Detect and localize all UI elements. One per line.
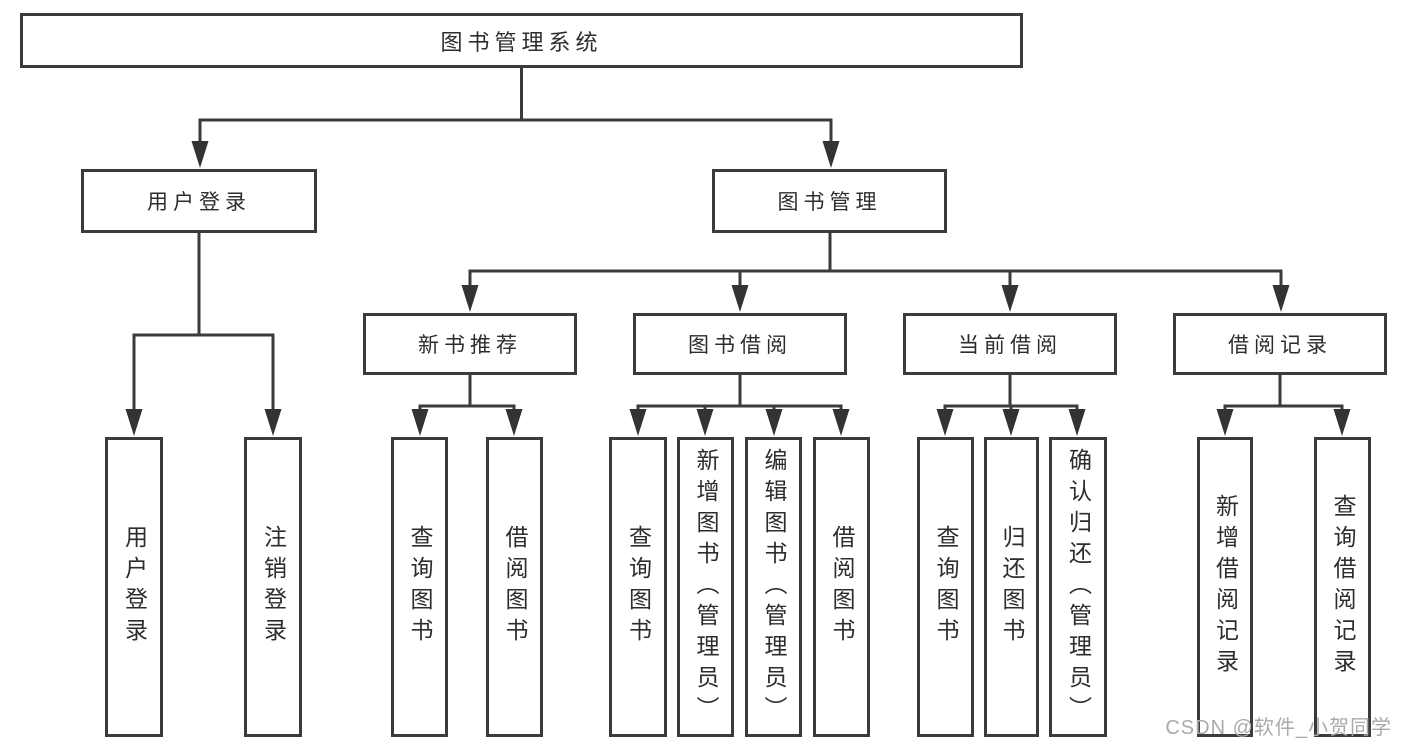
leaf-borrow-edit-books-admin: 编辑图书（管理员） bbox=[745, 437, 802, 737]
leaf-user-login: 用户登录 bbox=[105, 437, 163, 737]
leaf-newbook-query-books: 查询图书 bbox=[391, 437, 448, 737]
arrowhead-icon bbox=[1001, 285, 1019, 312]
arrowhead-icon bbox=[191, 141, 209, 168]
leaf-current-query-books: 查询图书 bbox=[917, 437, 974, 737]
node-book-borrow: 图书借阅 bbox=[633, 313, 847, 375]
arrowhead-icon bbox=[1002, 409, 1020, 436]
arrowhead-icon bbox=[629, 409, 647, 436]
node-new-book-recommend: 新书推荐 bbox=[363, 313, 577, 375]
node-borrow-record: 借阅记录 bbox=[1173, 313, 1387, 375]
arrowhead-icon bbox=[1272, 285, 1290, 312]
arrowheads bbox=[125, 141, 1351, 436]
leaf-record-query-borrow-record: 查询借阅记录 bbox=[1314, 437, 1371, 737]
arrowhead-icon bbox=[1216, 409, 1234, 436]
arrowhead-icon bbox=[505, 409, 523, 436]
leaf-logout: 注销登录 bbox=[244, 437, 302, 737]
leaf-current-return-books: 归还图书 bbox=[984, 437, 1039, 737]
leaf-borrow-query-books: 查询图书 bbox=[609, 437, 667, 737]
node-book-management: 图书管理 bbox=[712, 169, 947, 233]
arrowhead-icon bbox=[765, 409, 783, 436]
node-library-management-system: 图书管理系统 bbox=[20, 13, 1023, 68]
leaf-borrow-borrow-books: 借阅图书 bbox=[813, 437, 870, 737]
arrowhead-icon bbox=[1333, 409, 1351, 436]
node-current-borrow: 当前借阅 bbox=[903, 313, 1117, 375]
csdn-watermark: CSDN @软件_小贺同学 bbox=[1165, 717, 1392, 739]
arrowhead-icon bbox=[696, 409, 714, 436]
arrowhead-icon bbox=[936, 409, 954, 436]
connector-lines bbox=[132, 66, 1344, 415]
leaf-borrow-add-books-admin: 新增图书（管理员） bbox=[677, 437, 734, 737]
arrowhead-icon bbox=[832, 409, 850, 436]
node-user-login: 用户登录 bbox=[81, 169, 317, 233]
arrowhead-icon bbox=[822, 141, 840, 168]
arrowhead-icon bbox=[731, 285, 749, 312]
arrowhead-icon bbox=[411, 409, 429, 436]
arrowhead-icon bbox=[1068, 409, 1086, 436]
leaf-current-confirm-return-admin: 确认归还（管理员） bbox=[1049, 437, 1107, 737]
arrowhead-icon bbox=[461, 285, 479, 312]
arrowhead-icon bbox=[264, 409, 282, 436]
leaf-record-add-borrow-record: 新增借阅记录 bbox=[1197, 437, 1253, 737]
leaf-newbook-borrow-books: 借阅图书 bbox=[486, 437, 543, 737]
arrowhead-icon bbox=[125, 409, 143, 436]
